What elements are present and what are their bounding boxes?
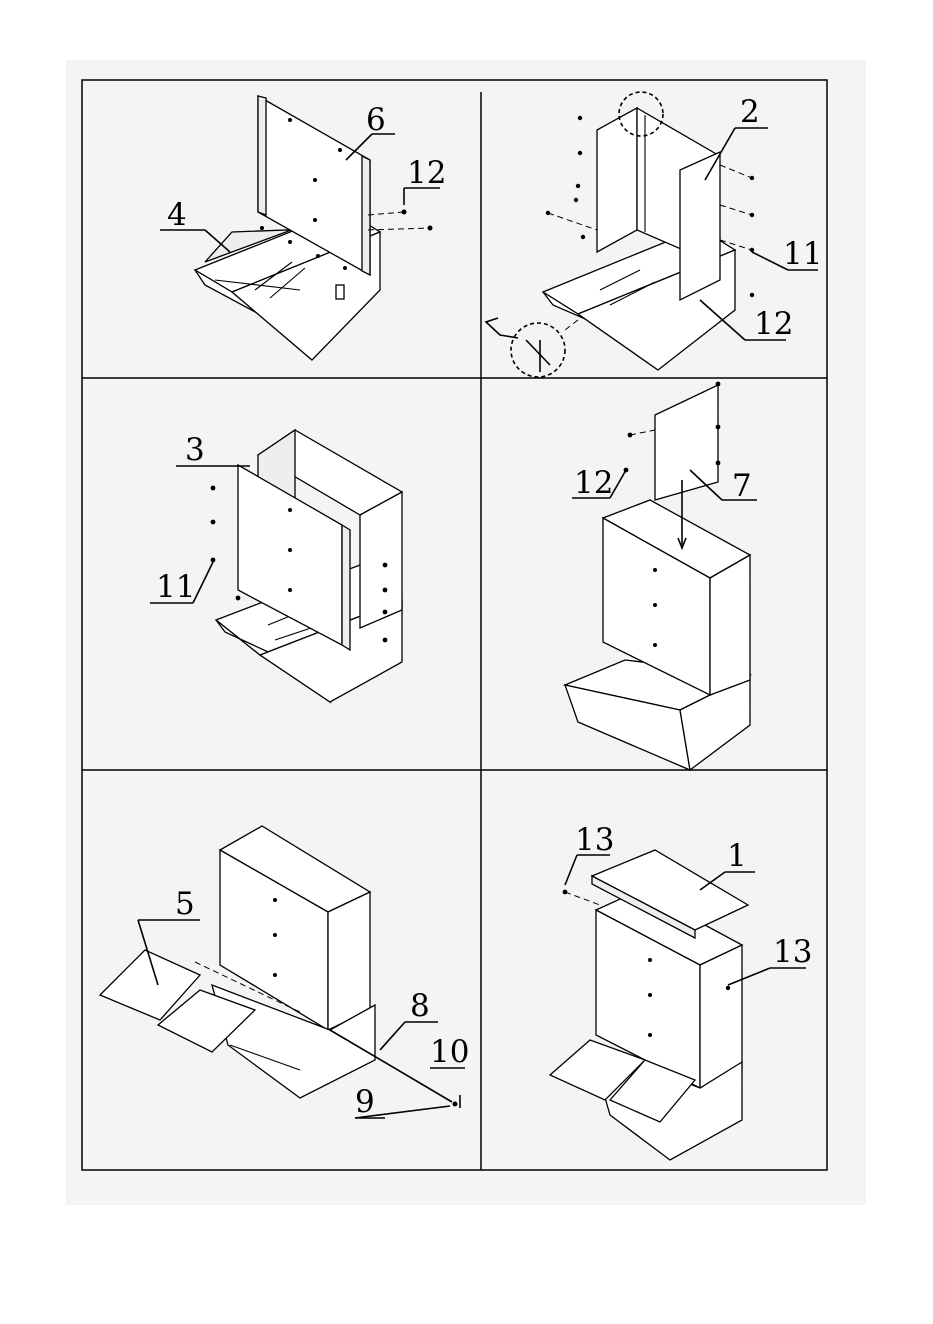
callout-12-step4: 12 xyxy=(574,465,613,501)
callout-13-side: 13 xyxy=(773,934,812,970)
callout-13-lid: 13 xyxy=(575,822,614,858)
callout-4: 4 xyxy=(167,197,187,233)
callout-11: 11 xyxy=(783,236,822,272)
panel-step-1 xyxy=(160,96,440,360)
panel-step-5 xyxy=(100,826,465,1118)
callout-9: 9 xyxy=(355,1084,375,1120)
panel-step-3 xyxy=(150,430,402,702)
callout-7: 7 xyxy=(732,468,752,504)
callout-3: 3 xyxy=(185,432,205,468)
panel-step-6 xyxy=(550,850,806,1160)
callout-1: 1 xyxy=(727,838,747,874)
callout-5: 5 xyxy=(175,886,195,922)
callout-12: 12 xyxy=(407,155,446,191)
callout-12-step2: 12 xyxy=(754,306,793,342)
panel-step-4 xyxy=(565,382,757,770)
callout-11-step3: 11 xyxy=(156,569,195,605)
callout-10: 10 xyxy=(430,1034,469,1070)
callout-2: 2 xyxy=(740,94,760,130)
callout-6: 6 xyxy=(366,102,386,138)
callout-8: 8 xyxy=(410,988,430,1024)
